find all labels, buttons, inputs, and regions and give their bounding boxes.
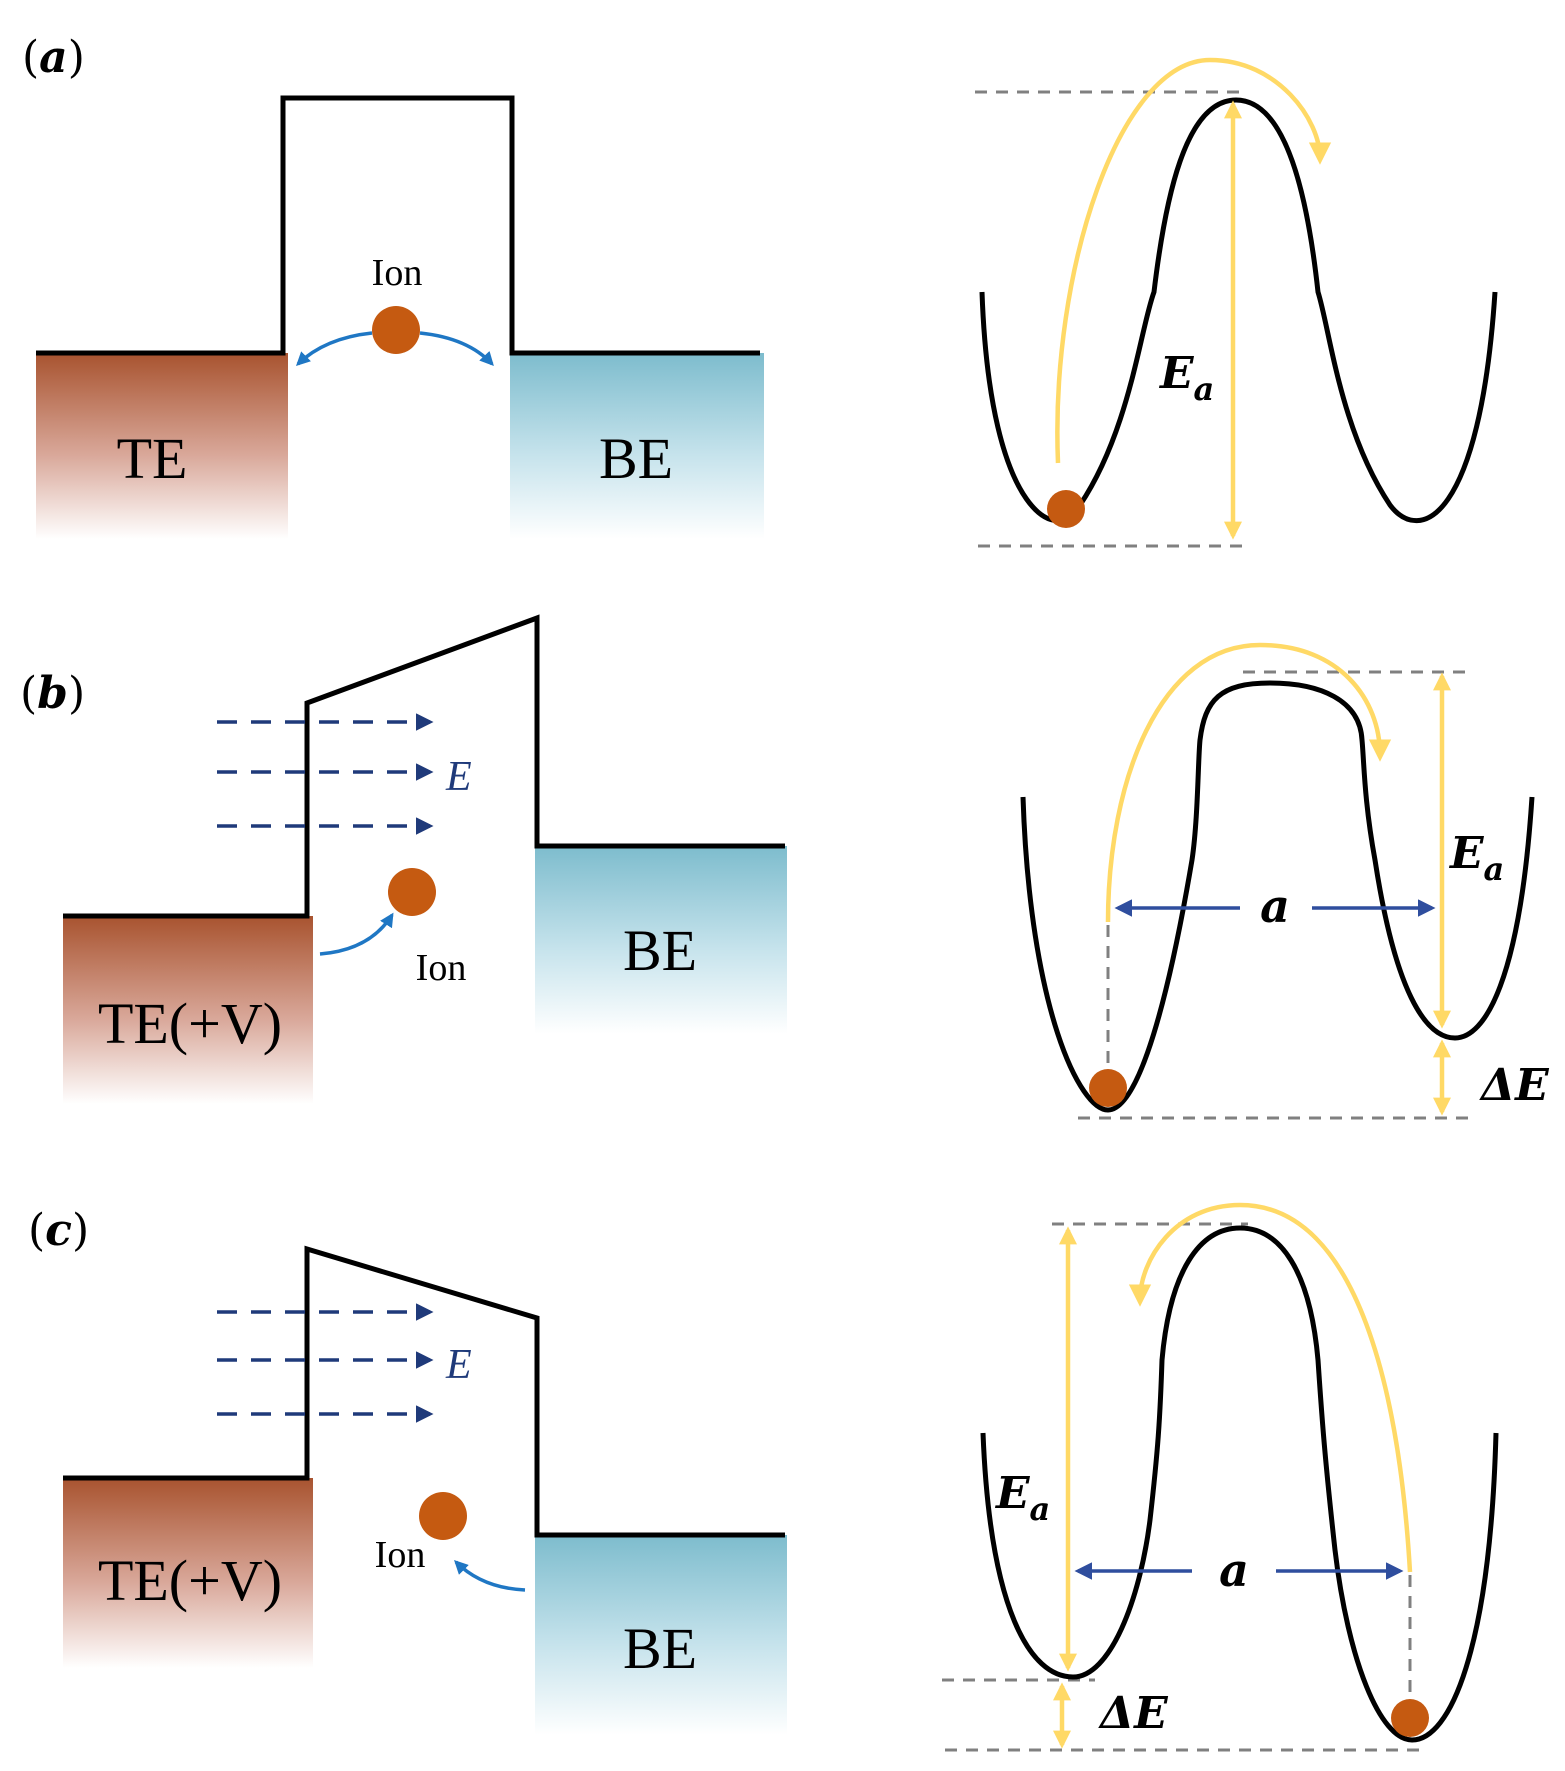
activation-energy-label: Ea <box>994 1468 1050 1528</box>
field-label: E <box>445 754 472 800</box>
ion-label: Ion <box>416 947 467 989</box>
field-label: E <box>445 1342 472 1388</box>
bottom-electrode-label: BE <box>623 1616 697 1681</box>
hop-arrow <box>1105 642 1392 923</box>
bottom-electrode-block <box>535 846 787 1034</box>
ion-arrow <box>454 1560 526 1592</box>
panel-c: (c) TE(+V) BE E Ion Ea ΔE a <box>28 1202 1499 1752</box>
panel-a: (a) TE BE Ion Ea <box>22 32 1498 548</box>
ion <box>372 306 420 354</box>
ion-in-well <box>1089 1069 1127 1107</box>
ion <box>388 868 436 916</box>
panel-a-label: (a) <box>22 32 85 83</box>
panel-b: (b) TE(+V) BE E Ion Ea ΔE a <box>20 614 1550 1120</box>
bottom-electrode-label: BE <box>599 426 673 491</box>
energy-shift-label: ΔE <box>1098 1688 1169 1739</box>
ion-arrow-left <box>295 331 373 366</box>
top-electrode-block <box>63 916 313 1104</box>
bottom-electrode-label: BE <box>623 918 697 983</box>
ion-in-well <box>1391 1699 1429 1737</box>
ion-in-well <box>1047 490 1085 528</box>
ion-label: Ion <box>375 1534 426 1576</box>
hop-arrow <box>1128 1202 1413 1573</box>
bottom-electrode-block <box>535 1535 787 1735</box>
panel-c-label: (c) <box>28 1205 89 1256</box>
ion <box>419 1492 467 1540</box>
distance-label: a <box>1260 879 1290 933</box>
top-electrode-label: TE(+V) <box>98 1548 282 1613</box>
activation-energy-label: Ea <box>1448 828 1504 888</box>
activation-energy-label: Ea <box>1158 348 1214 408</box>
energy-barrier <box>36 95 760 356</box>
hop-arrow <box>1055 57 1332 464</box>
top-electrode-label: TE <box>117 426 188 491</box>
distance-label: a <box>1219 1543 1249 1597</box>
energy-barrier <box>63 1245 785 1538</box>
top-electrode-block <box>36 353 288 539</box>
potential-well-curve <box>1020 680 1535 1113</box>
top-electrode-label: TE(+V) <box>98 991 282 1056</box>
panel-b-label: (b) <box>20 668 85 719</box>
energy-shift-label: ΔE <box>1479 1060 1550 1111</box>
energy-barrier <box>63 614 785 919</box>
ion-label: Ion <box>372 252 423 294</box>
top-electrode-block <box>63 1478 313 1668</box>
bottom-electrode-block <box>510 353 764 539</box>
ion-arrow <box>319 912 394 956</box>
ion-arrow-right <box>419 331 494 367</box>
potential-well-curve <box>980 1225 1499 1743</box>
